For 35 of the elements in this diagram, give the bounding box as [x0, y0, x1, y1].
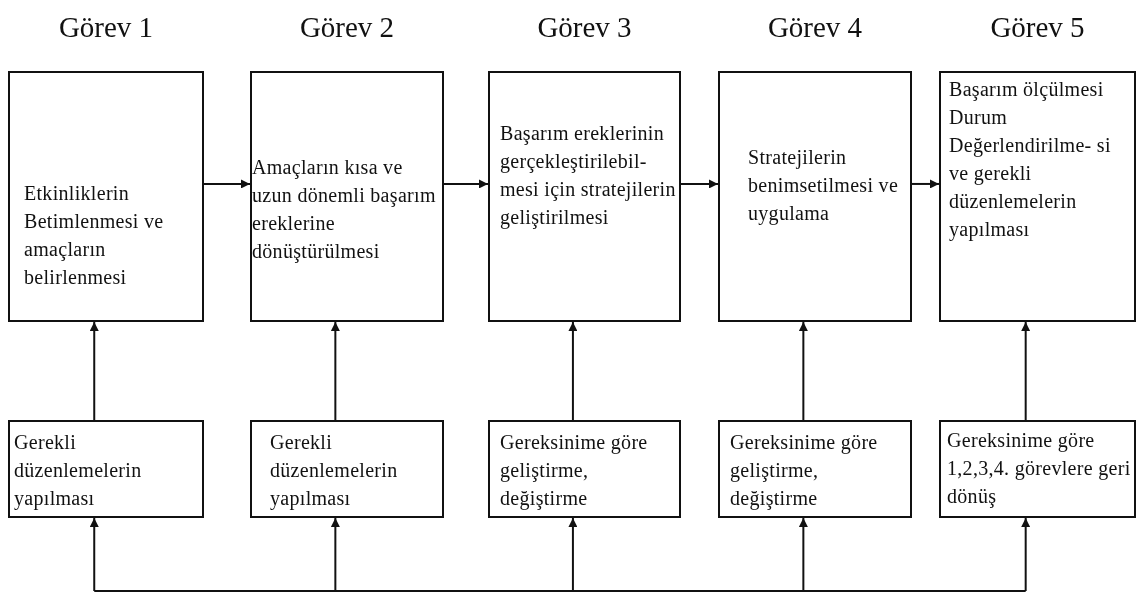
bus-line: [93, 590, 1027, 592]
arrow: [1021, 321, 1031, 421]
box-text: Amaçların kısa ve uzun dönemli başarım ereklerine dönüştürülmesi: [252, 155, 437, 265]
arrow: [568, 517, 578, 592]
arrow: [911, 179, 940, 189]
task-heading: Görev 3: [536, 11, 633, 44]
adjustment-box: [939, 420, 1136, 518]
task-heading: Görev 5: [989, 11, 1086, 44]
arrow: [568, 321, 578, 421]
adjustment-box: [250, 420, 444, 518]
arrow: [798, 517, 808, 592]
arrow: [443, 179, 489, 189]
adjustment-box: [8, 420, 204, 518]
arrow: [89, 321, 99, 421]
box-text: Gereksinime göre 1,2,3,4. görevlere geri dönüş: [947, 428, 1132, 510]
arrow: [203, 179, 251, 189]
box-text: Stratejilerin benimsetilmesi ve uygulama: [748, 145, 900, 227]
box-text: Gerekli düzenlemelerin yapılması: [270, 430, 399, 512]
arrow: [798, 321, 808, 421]
task-heading: Görev 4: [766, 11, 864, 44]
adjustment-box: [718, 420, 912, 518]
adjustment-box: [488, 420, 681, 518]
box-text: Etkinliklerin Betimlenmesi ve amaçların belirlenmesi: [24, 181, 165, 290]
arrow: [89, 517, 99, 592]
box-text: Başarım ereklerinin gerçekleştirilebil- mesi için stratejilerin geliştirilmesi: [500, 121, 677, 231]
task-heading: Görev 1: [57, 11, 155, 44]
arrow: [330, 321, 340, 421]
task-heading: Görev 2: [298, 11, 396, 44]
box-text: Gerekli düzenlemelerin yapılması: [14, 430, 143, 512]
arrow: [330, 517, 340, 592]
arrow: [680, 179, 719, 189]
box-text: Başarım ölçülmesi Durum Değerlendirilme- si ve gerekli düzenlemelerin yapılması: [949, 77, 1112, 243]
box-text: Gereksinime göre geliştirme, değiştirme: [500, 430, 649, 512]
arrow: [1021, 517, 1031, 592]
box-text: Gereksinime göre geliştirme, değiştirme: [730, 430, 879, 512]
